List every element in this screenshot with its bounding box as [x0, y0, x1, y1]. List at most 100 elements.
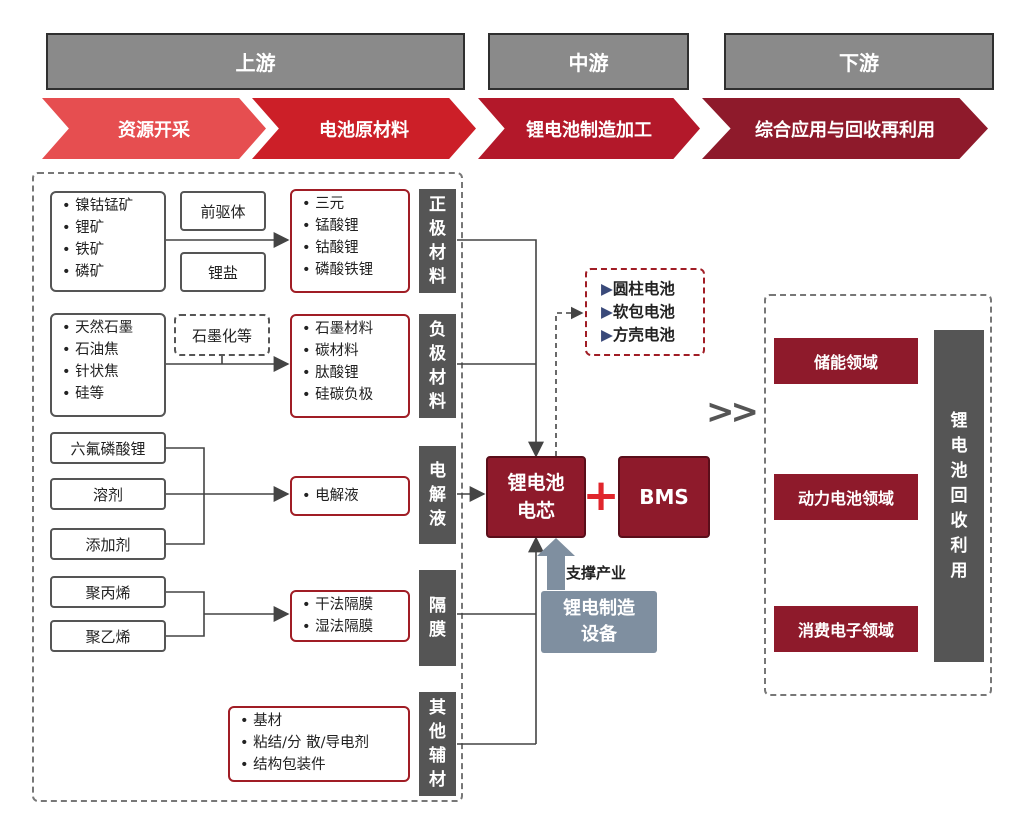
auxiliary-materials: 基材 粘结/分 散/导电剂 结构包装件 — [228, 706, 410, 782]
cathode-source-item: 锂矿 — [62, 217, 154, 239]
intermediate-lithium-salt-label: 锂盐 — [207, 263, 238, 282]
anode-sources: 天然石墨 石油焦 针状焦 硅等 — [50, 313, 166, 417]
recycling-label-char: 电 — [950, 435, 968, 456]
triangle-icon: ▶ — [601, 303, 613, 321]
cathode-source-item: 磷矿 — [62, 261, 154, 283]
plus-sign-glyph: + — [582, 469, 620, 521]
flow-step-application-recycling-label: 综合应用与回收再利用 — [755, 119, 935, 141]
cathode-label: 正 极 材 料 — [419, 189, 456, 293]
electrolyte-label-char: 液 — [429, 509, 446, 529]
stage-upstream: 上游 — [46, 33, 465, 90]
stage-midstream: 中游 — [488, 33, 689, 90]
anode-label-char: 料 — [429, 392, 446, 412]
electrolyte-source-label: 溶剂 — [92, 485, 123, 504]
battery-types: ▶圆柱电池 ▶软包电池 ▶方壳电池 — [585, 268, 705, 356]
auxiliary-material-item: 基材 — [240, 710, 398, 732]
auxiliary-label: 其 他 辅 材 — [419, 692, 456, 796]
electrolyte-source-label: 添加剂 — [85, 535, 131, 554]
application-label: 储能领域 — [813, 353, 878, 372]
bms-box: BMS — [618, 456, 710, 538]
separator-source-label: 聚乙烯 — [85, 627, 131, 646]
battery-type-label: 圆柱电池 — [612, 280, 675, 298]
recycling-label-char: 利 — [950, 535, 968, 556]
equipment-label: 锂电制造 — [563, 598, 635, 619]
electrolyte-source-lipf6: 六氟磷酸锂 — [50, 432, 166, 464]
application-label: 动力电池领域 — [797, 489, 894, 508]
flow-step-mining: 资源开采 — [42, 98, 266, 159]
plus-sign: + — [583, 470, 620, 521]
separator-label-char: 膜 — [429, 620, 446, 640]
intermediate-precursor: 前驱体 — [180, 191, 266, 231]
cathode-material-item: 锰酸锂 — [302, 215, 398, 237]
anode-material-item: 硅碳负极 — [302, 384, 398, 406]
recycling-label-char: 锂 — [950, 410, 968, 431]
separator-materials: 干法隔膜 湿法隔膜 — [290, 590, 410, 642]
cathode-materials: 三元 锰酸锂 钴酸锂 磷酸铁锂 — [290, 189, 410, 293]
anode-label-char: 材 — [429, 368, 446, 388]
auxiliary-material-item: 结构包装件 — [240, 754, 398, 776]
equipment-label: 设备 — [581, 624, 617, 645]
flow-step-raw-materials: 电池原材料 — [252, 98, 476, 159]
anode-materials: 石墨材料 碳材料 肽酸锂 硅碳负极 — [290, 314, 410, 418]
anode-source-item: 石油焦 — [62, 339, 154, 361]
cathode-label-char: 料 — [429, 267, 446, 287]
triangle-icon: ▶ — [601, 326, 613, 344]
electrolyte-source-solvent: 溶剂 — [50, 478, 166, 510]
stage-midstream-label: 中游 — [568, 51, 609, 75]
cathode-label-char: 正 — [429, 195, 446, 215]
electrolyte-label-char: 电 — [429, 461, 446, 481]
stage-downstream: 下游 — [724, 33, 994, 90]
anode-label: 负 极 材 料 — [419, 314, 456, 418]
cathode-material-item: 钴酸锂 — [302, 237, 398, 259]
separator-material-item: 干法隔膜 — [302, 594, 398, 616]
cathode-source-item: 铁矿 — [62, 239, 154, 261]
bms-label: BMS — [639, 485, 689, 509]
auxiliary-label-char: 其 — [429, 698, 446, 718]
battery-type-item: ▶软包电池 — [601, 301, 703, 324]
flow-step-manufacturing: 锂电池制造加工 — [478, 98, 700, 159]
cathode-source-item: 镍钴锰矿 — [62, 195, 154, 217]
anode-material-item: 碳材料 — [302, 340, 398, 362]
cathode-label-char: 极 — [429, 219, 446, 239]
cathode-material-item: 磷酸铁锂 — [302, 259, 398, 281]
anode-source-item: 针状焦 — [62, 361, 154, 383]
electrolyte-source-additive: 添加剂 — [50, 528, 166, 560]
separator-source-pe: 聚乙烯 — [50, 620, 166, 652]
support-industry-label: 支撑产业 — [566, 562, 626, 583]
recycling-label-char: 池 — [950, 460, 968, 481]
stage-upstream-label: 上游 — [235, 51, 276, 75]
application-energy-storage: 储能领域 — [774, 338, 918, 384]
intermediate-lithium-salt: 锂盐 — [180, 252, 266, 292]
double-chevron-icon: >> — [706, 392, 759, 432]
stage-downstream-label: 下游 — [839, 51, 879, 75]
auxiliary-label-char: 材 — [429, 770, 446, 790]
intermediate-graphitization: 石墨化等 — [174, 314, 270, 356]
separator-material-item: 湿法隔膜 — [302, 616, 398, 638]
intermediate-precursor-label: 前驱体 — [200, 202, 246, 221]
separator-label: 隔 膜 — [419, 570, 456, 666]
flow-step-raw-materials-label: 电池原材料 — [319, 119, 409, 141]
electrolyte-label: 电 解 液 — [419, 446, 456, 544]
recycling-label-char: 收 — [950, 510, 968, 531]
flow-step-application-recycling: 综合应用与回收再利用 — [702, 98, 988, 159]
auxiliary-material-item: 粘结/分 散/导电剂 — [240, 732, 398, 754]
application-consumer-electronics: 消费电子领域 — [774, 606, 918, 652]
battery-type-label: 方壳电池 — [612, 326, 675, 344]
battery-cell-label: 锂电池 — [507, 472, 565, 494]
flow-step-manufacturing-label: 锂电池制造加工 — [526, 119, 652, 141]
cathode-label-char: 材 — [429, 243, 446, 263]
downstream-container — [764, 294, 992, 696]
separator-label-char: 隔 — [429, 596, 446, 616]
electrolyte-source-label: 六氟磷酸锂 — [70, 439, 146, 458]
battery-type-label: 软包电池 — [612, 303, 675, 321]
anode-label-char: 负 — [429, 320, 446, 340]
triangle-icon: ▶ — [601, 280, 613, 298]
battery-cell: 锂电池 电芯 — [486, 456, 586, 538]
electrolyte-label-char: 解 — [429, 485, 446, 505]
anode-material-item: 肽酸锂 — [302, 362, 398, 384]
separator-source-pp: 聚丙烯 — [50, 576, 166, 608]
recycling-label: 锂 电 池 回 收 利 用 — [934, 330, 984, 662]
flow-step-mining-label: 资源开采 — [118, 119, 190, 141]
cathode-sources: 镍钴锰矿 锂矿 铁矿 磷矿 — [50, 191, 166, 292]
